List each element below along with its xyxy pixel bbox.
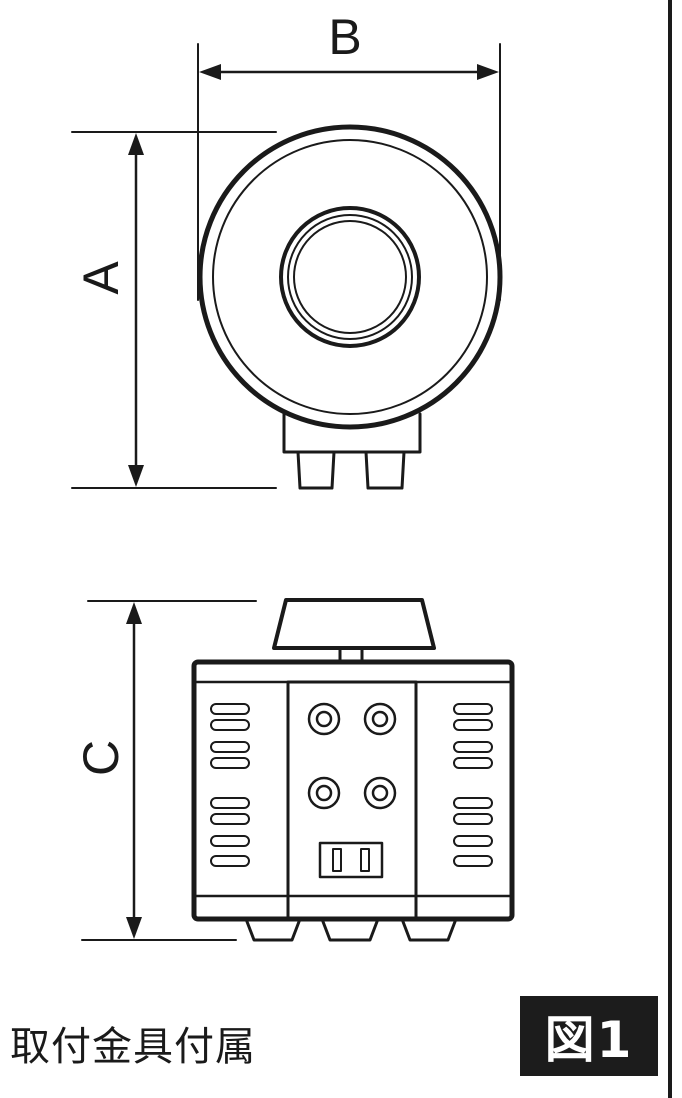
outlet-slot-right bbox=[360, 848, 370, 872]
dimension-c bbox=[81, 600, 257, 941]
housing bbox=[191, 659, 515, 922]
dimension-a bbox=[71, 131, 277, 489]
front-view bbox=[81, 598, 515, 942]
output-terminals bbox=[307, 702, 397, 810]
knob-face bbox=[293, 220, 407, 334]
body-inner-ring bbox=[212, 139, 488, 415]
foot-center bbox=[320, 917, 380, 942]
knob-outer-circle bbox=[279, 206, 421, 348]
knob-cap bbox=[272, 598, 436, 650]
dimension-label-c: C bbox=[73, 740, 129, 776]
foot-right bbox=[400, 917, 458, 942]
terminal-block bbox=[282, 412, 422, 454]
vent-slots-right bbox=[453, 703, 493, 867]
terminal-foot-right bbox=[364, 450, 406, 490]
front-panel bbox=[286, 680, 418, 921]
top-view bbox=[71, 43, 503, 490]
foot-left bbox=[244, 917, 302, 942]
outlet-slot-left bbox=[332, 848, 342, 872]
dimension-b bbox=[197, 43, 501, 301]
terminal-foot-left bbox=[296, 450, 336, 490]
vent-slots-left bbox=[210, 703, 250, 867]
body-outer-circle bbox=[197, 124, 503, 430]
knob-inner-ring bbox=[287, 214, 413, 340]
dimension-label-a: A bbox=[73, 261, 129, 295]
accessory-caption: 取付金具付属 bbox=[10, 1024, 256, 1070]
figure-number-badge: 図1 bbox=[520, 996, 658, 1076]
outlet-socket bbox=[318, 841, 384, 879]
dimension-label-b: B bbox=[328, 9, 361, 65]
